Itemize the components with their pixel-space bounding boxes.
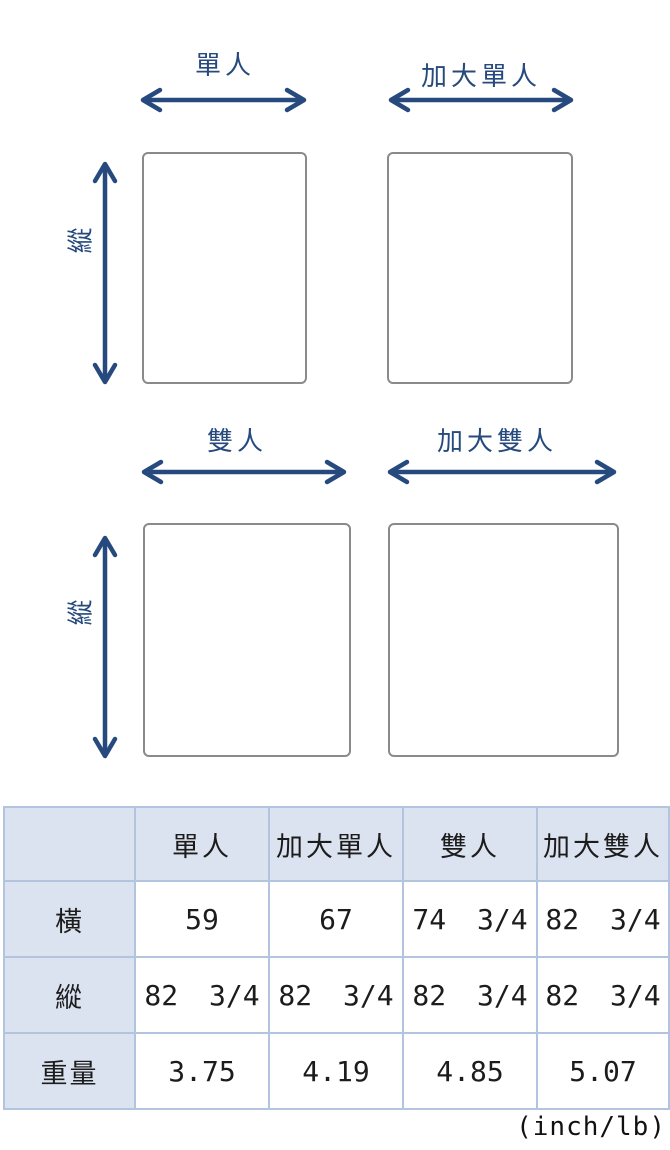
table-cell: 4.85: [402, 1032, 538, 1110]
table-cell: 5.07: [536, 1032, 670, 1110]
table-corner-cell: [3, 806, 136, 882]
bed-label-twin-xl: 加大單人: [420, 62, 541, 92]
table-cell: 82 3/4: [268, 956, 404, 1034]
width-arrow-double: [138, 458, 350, 486]
bed-rect-single: [142, 152, 307, 384]
length-arrow-bottom: [91, 532, 119, 762]
table-cell: 59: [134, 880, 270, 958]
table-header-twin-xl: 加大單人: [268, 806, 404, 882]
table-cell: 82 3/4: [536, 880, 670, 958]
table-cell: 82 3/4: [402, 956, 538, 1034]
table-row-label-length: 縱: [3, 956, 136, 1034]
table-header-single: 單人: [134, 806, 270, 882]
table-row-length: 縱 82 3/4 82 3/4 82 3/4 82 3/4: [3, 956, 670, 1034]
width-arrow-king: [384, 458, 620, 486]
table-cell: 74 3/4: [402, 880, 538, 958]
width-arrow-twin-xl: [385, 86, 577, 114]
table-cell: 67: [268, 880, 404, 958]
table-row-weight: 重量 3.75 4.19 4.85 5.07: [3, 1032, 670, 1110]
table-header-row: 單人 加大單人 雙人 加大雙人: [3, 806, 670, 882]
table-header-double: 雙人: [402, 806, 538, 882]
width-arrow-single: [137, 86, 310, 114]
table-cell: 82 3/4: [536, 956, 670, 1034]
bed-label-king: 加大雙人: [436, 427, 557, 457]
units-note: (inch/lb): [516, 1112, 666, 1142]
bed-label-single: 單人: [194, 51, 255, 81]
table-cell: 4.19: [268, 1032, 404, 1110]
vertical-axis-label-bottom: 縱: [66, 599, 97, 626]
table-header-king: 加大雙人: [536, 806, 670, 882]
size-spec-table: 單人 加大單人 雙人 加大雙人 橫 59 67 74 3/4 82 3/4 縱 …: [3, 806, 670, 1110]
table-cell: 82 3/4: [134, 956, 270, 1034]
table-cell: 3.75: [134, 1032, 270, 1110]
table-row-label-weight: 重量: [3, 1032, 136, 1110]
vertical-axis-label-top: 縱: [66, 227, 97, 254]
bed-rect-twin-xl: [387, 152, 573, 384]
table-row-label-width: 橫: [3, 880, 136, 958]
bed-rect-double: [143, 523, 351, 757]
length-arrow-top: [91, 158, 119, 388]
table-row-width: 橫 59 67 74 3/4 82 3/4: [3, 880, 670, 958]
bed-label-double: 雙人: [206, 427, 267, 457]
bed-rect-king: [388, 523, 619, 757]
